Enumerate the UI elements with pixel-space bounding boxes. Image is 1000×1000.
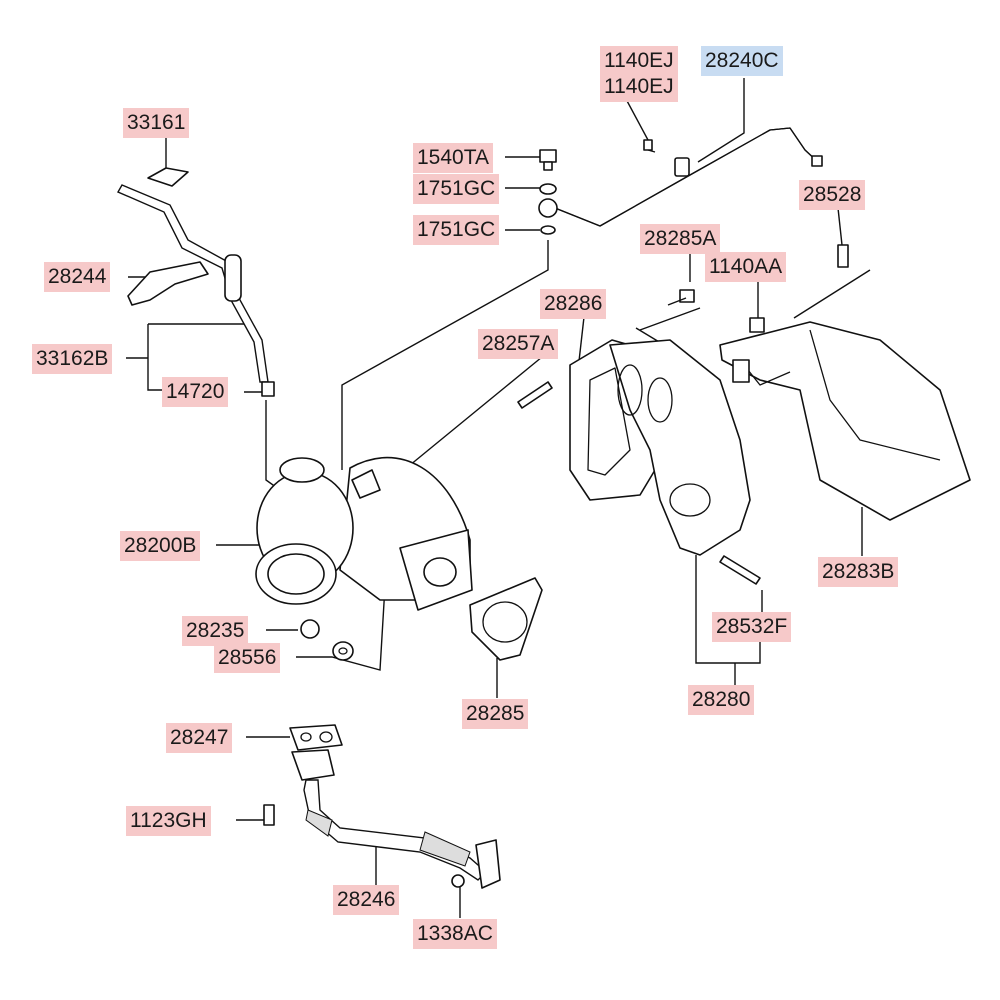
- part-label-1338ac[interactable]: 1338AC: [413, 919, 497, 949]
- part-label-28244[interactable]: 28244: [44, 262, 111, 292]
- part-label-28556[interactable]: 28556: [214, 643, 281, 673]
- exhaust-manifold: [609, 339, 761, 585]
- part-label-28285a[interactable]: 28285A: [640, 224, 721, 254]
- part-label-28532f[interactable]: 28532F: [712, 612, 792, 642]
- leader-lines: [126, 78, 871, 918]
- part-label-28200b[interactable]: 28200B: [120, 531, 201, 561]
- part-label-28283b[interactable]: 28283B: [818, 557, 899, 587]
- part-label-1140ej-top[interactable]: 1140EJ: [600, 46, 678, 76]
- part-label-1751gc-top[interactable]: 1751GC: [413, 174, 500, 204]
- turbocharger: [255, 456, 473, 661]
- part-label-1140ej-bottom[interactable]: 1140EJ: [600, 72, 678, 102]
- part-label-1751gc-bottom[interactable]: 1751GC: [413, 215, 500, 245]
- part-label-28528[interactable]: 28528: [799, 180, 866, 210]
- part-label-1140aa[interactable]: 1140AA: [705, 252, 787, 282]
- part-label-28286[interactable]: 28286: [540, 289, 607, 319]
- part-label-1123gh[interactable]: 1123GH: [126, 806, 211, 836]
- part-label-28257a[interactable]: 28257A: [478, 329, 559, 359]
- banjo-bolt-set: [538, 149, 558, 235]
- part-label-28235[interactable]: 28235: [182, 616, 249, 646]
- oil-return-pipe: [263, 724, 501, 889]
- oil-feed-pipe: [554, 127, 823, 227]
- turbo-outlet-gasket: [469, 577, 543, 661]
- part-label-28246[interactable]: 28246: [333, 885, 400, 915]
- heat-shield: [667, 244, 971, 521]
- stud: [517, 381, 553, 409]
- part-label-28280[interactable]: 28280: [688, 685, 755, 715]
- part-label-28240c[interactable]: 28240C: [701, 46, 783, 76]
- part-label-33161[interactable]: 33161: [123, 108, 190, 138]
- part-label-1540ta[interactable]: 1540TA: [413, 143, 493, 173]
- part-label-28285[interactable]: 28285: [462, 699, 529, 729]
- part-label-14720[interactable]: 14720: [162, 377, 229, 407]
- part-label-28247[interactable]: 28247: [166, 723, 233, 753]
- water-pipe-assembly: [117, 167, 275, 397]
- part-label-33162b[interactable]: 33162B: [32, 344, 113, 374]
